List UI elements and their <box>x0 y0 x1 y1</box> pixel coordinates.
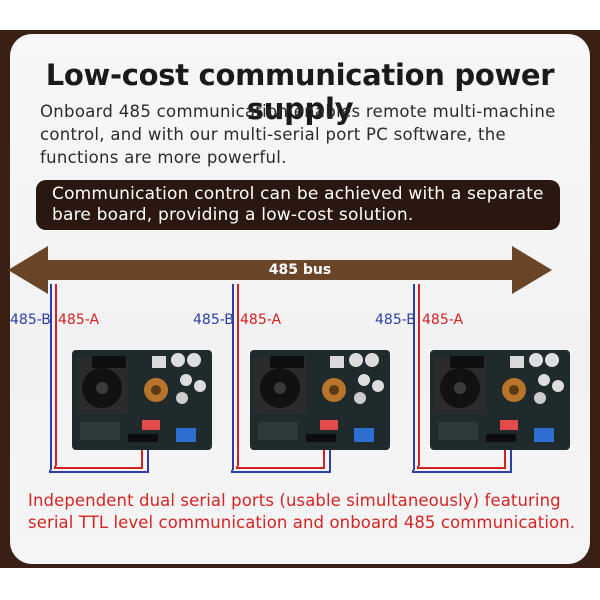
bus-arrow <box>8 246 552 294</box>
callout-text: Communication control can be achieved wi… <box>52 184 544 225</box>
page-title: Low-cost communication power supply <box>45 58 555 126</box>
callout-box: Communication control can be achieved wi… <box>36 180 560 230</box>
wire-route <box>231 444 331 473</box>
circuit-board-image <box>72 350 212 450</box>
label-485-a: 485-A <box>422 312 464 328</box>
bus-label: 485 bus <box>268 262 332 278</box>
wire-485-a <box>237 284 239 466</box>
wire-485-b <box>413 284 415 470</box>
label-485-b: 485-B <box>193 312 234 328</box>
wire-route <box>412 444 512 473</box>
footer-note: Independent dual serial ports (usable si… <box>28 491 576 532</box>
content-panel <box>10 34 590 564</box>
wire-485-b <box>50 284 52 470</box>
label-485-b: 485-B <box>10 312 51 328</box>
wire-485-b <box>232 284 234 470</box>
wire-485-a <box>418 284 420 466</box>
label-485-b: 485-B <box>375 312 416 328</box>
circuit-board-image <box>430 350 570 450</box>
circuit-board-image <box>250 350 390 450</box>
intro-text: Onboard 485 communication enables remote… <box>40 102 556 167</box>
wire-485-a <box>55 284 57 466</box>
label-485-a: 485-A <box>58 312 100 328</box>
wire-route <box>49 444 149 473</box>
label-485-a: 485-A <box>240 312 282 328</box>
